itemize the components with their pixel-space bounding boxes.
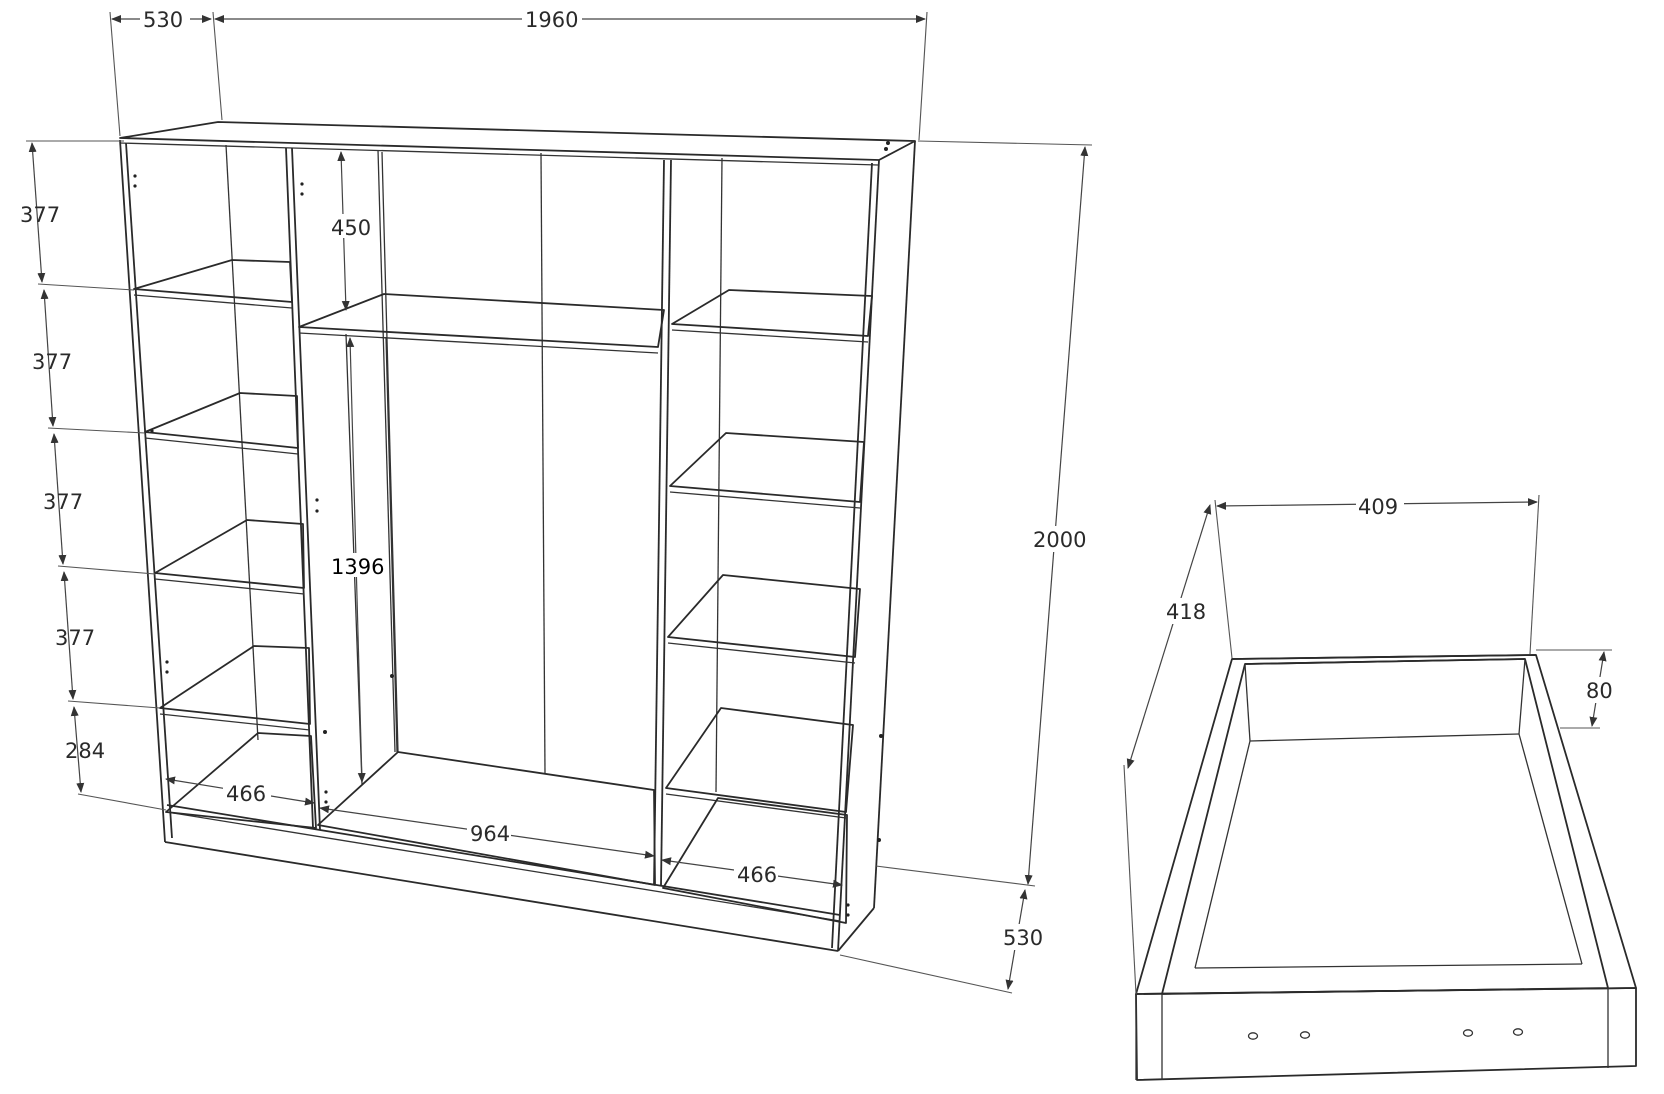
dim-depth-top: 530 [143,8,183,32]
dim-right-section-width: 466 [737,863,777,887]
handle-hole [1462,1029,1474,1037]
right-shelf-3 [667,574,861,658]
handle-hole [1299,1031,1311,1039]
left-shelf-2 [144,392,299,449]
dim-left-section-width: 466 [226,782,266,806]
dim-width-total: 1960 [525,8,578,32]
drawer-dimensions [1123,494,1612,995]
right-shelf-4 [665,707,854,813]
dim-shelf-gap-1: 377 [20,203,60,227]
connector-holes [133,141,890,917]
dim-drawer-depth: 418 [1166,600,1206,624]
center-bottom [317,751,656,886]
drawer-labels: 409 418 80 [1163,492,1618,703]
dim-drawer-width: 409 [1358,495,1398,519]
right-shelf-2 [669,432,865,503]
dim-drawer-height: 80 [1586,679,1613,703]
drawer [1135,654,1637,1081]
right-bottom [662,797,848,924]
wardrobe-labels: 530 1960 377 377 377 377 284 450 1396 46… [20,6,1086,950]
left-bottom [165,732,317,829]
dim-center-hanging-height: 1396 [331,555,384,579]
handle-hole [1512,1028,1524,1036]
center-shelf [298,293,665,348]
dim-shelf-gap-2: 377 [32,350,72,374]
dim-center-section-width: 964 [470,822,510,846]
right-shelf-1 [671,289,873,337]
wardrobe [119,121,916,952]
dim-depth-bottom: 530 [1003,926,1043,950]
dim-center-top-gap: 450 [331,216,371,240]
drawer-front [1135,987,1637,1081]
left-shelf-4 [159,645,311,725]
left-shelf-1 [133,259,293,303]
handle-hole [1247,1032,1259,1040]
dim-height-total: 2000 [1033,528,1086,552]
left-shelf-3 [154,519,305,589]
dim-shelf-gap-4: 377 [55,626,95,650]
drawer-rim [1135,654,1637,995]
dim-plinth-gap: 284 [65,739,105,763]
dim-shelf-gap-3: 377 [43,490,83,514]
